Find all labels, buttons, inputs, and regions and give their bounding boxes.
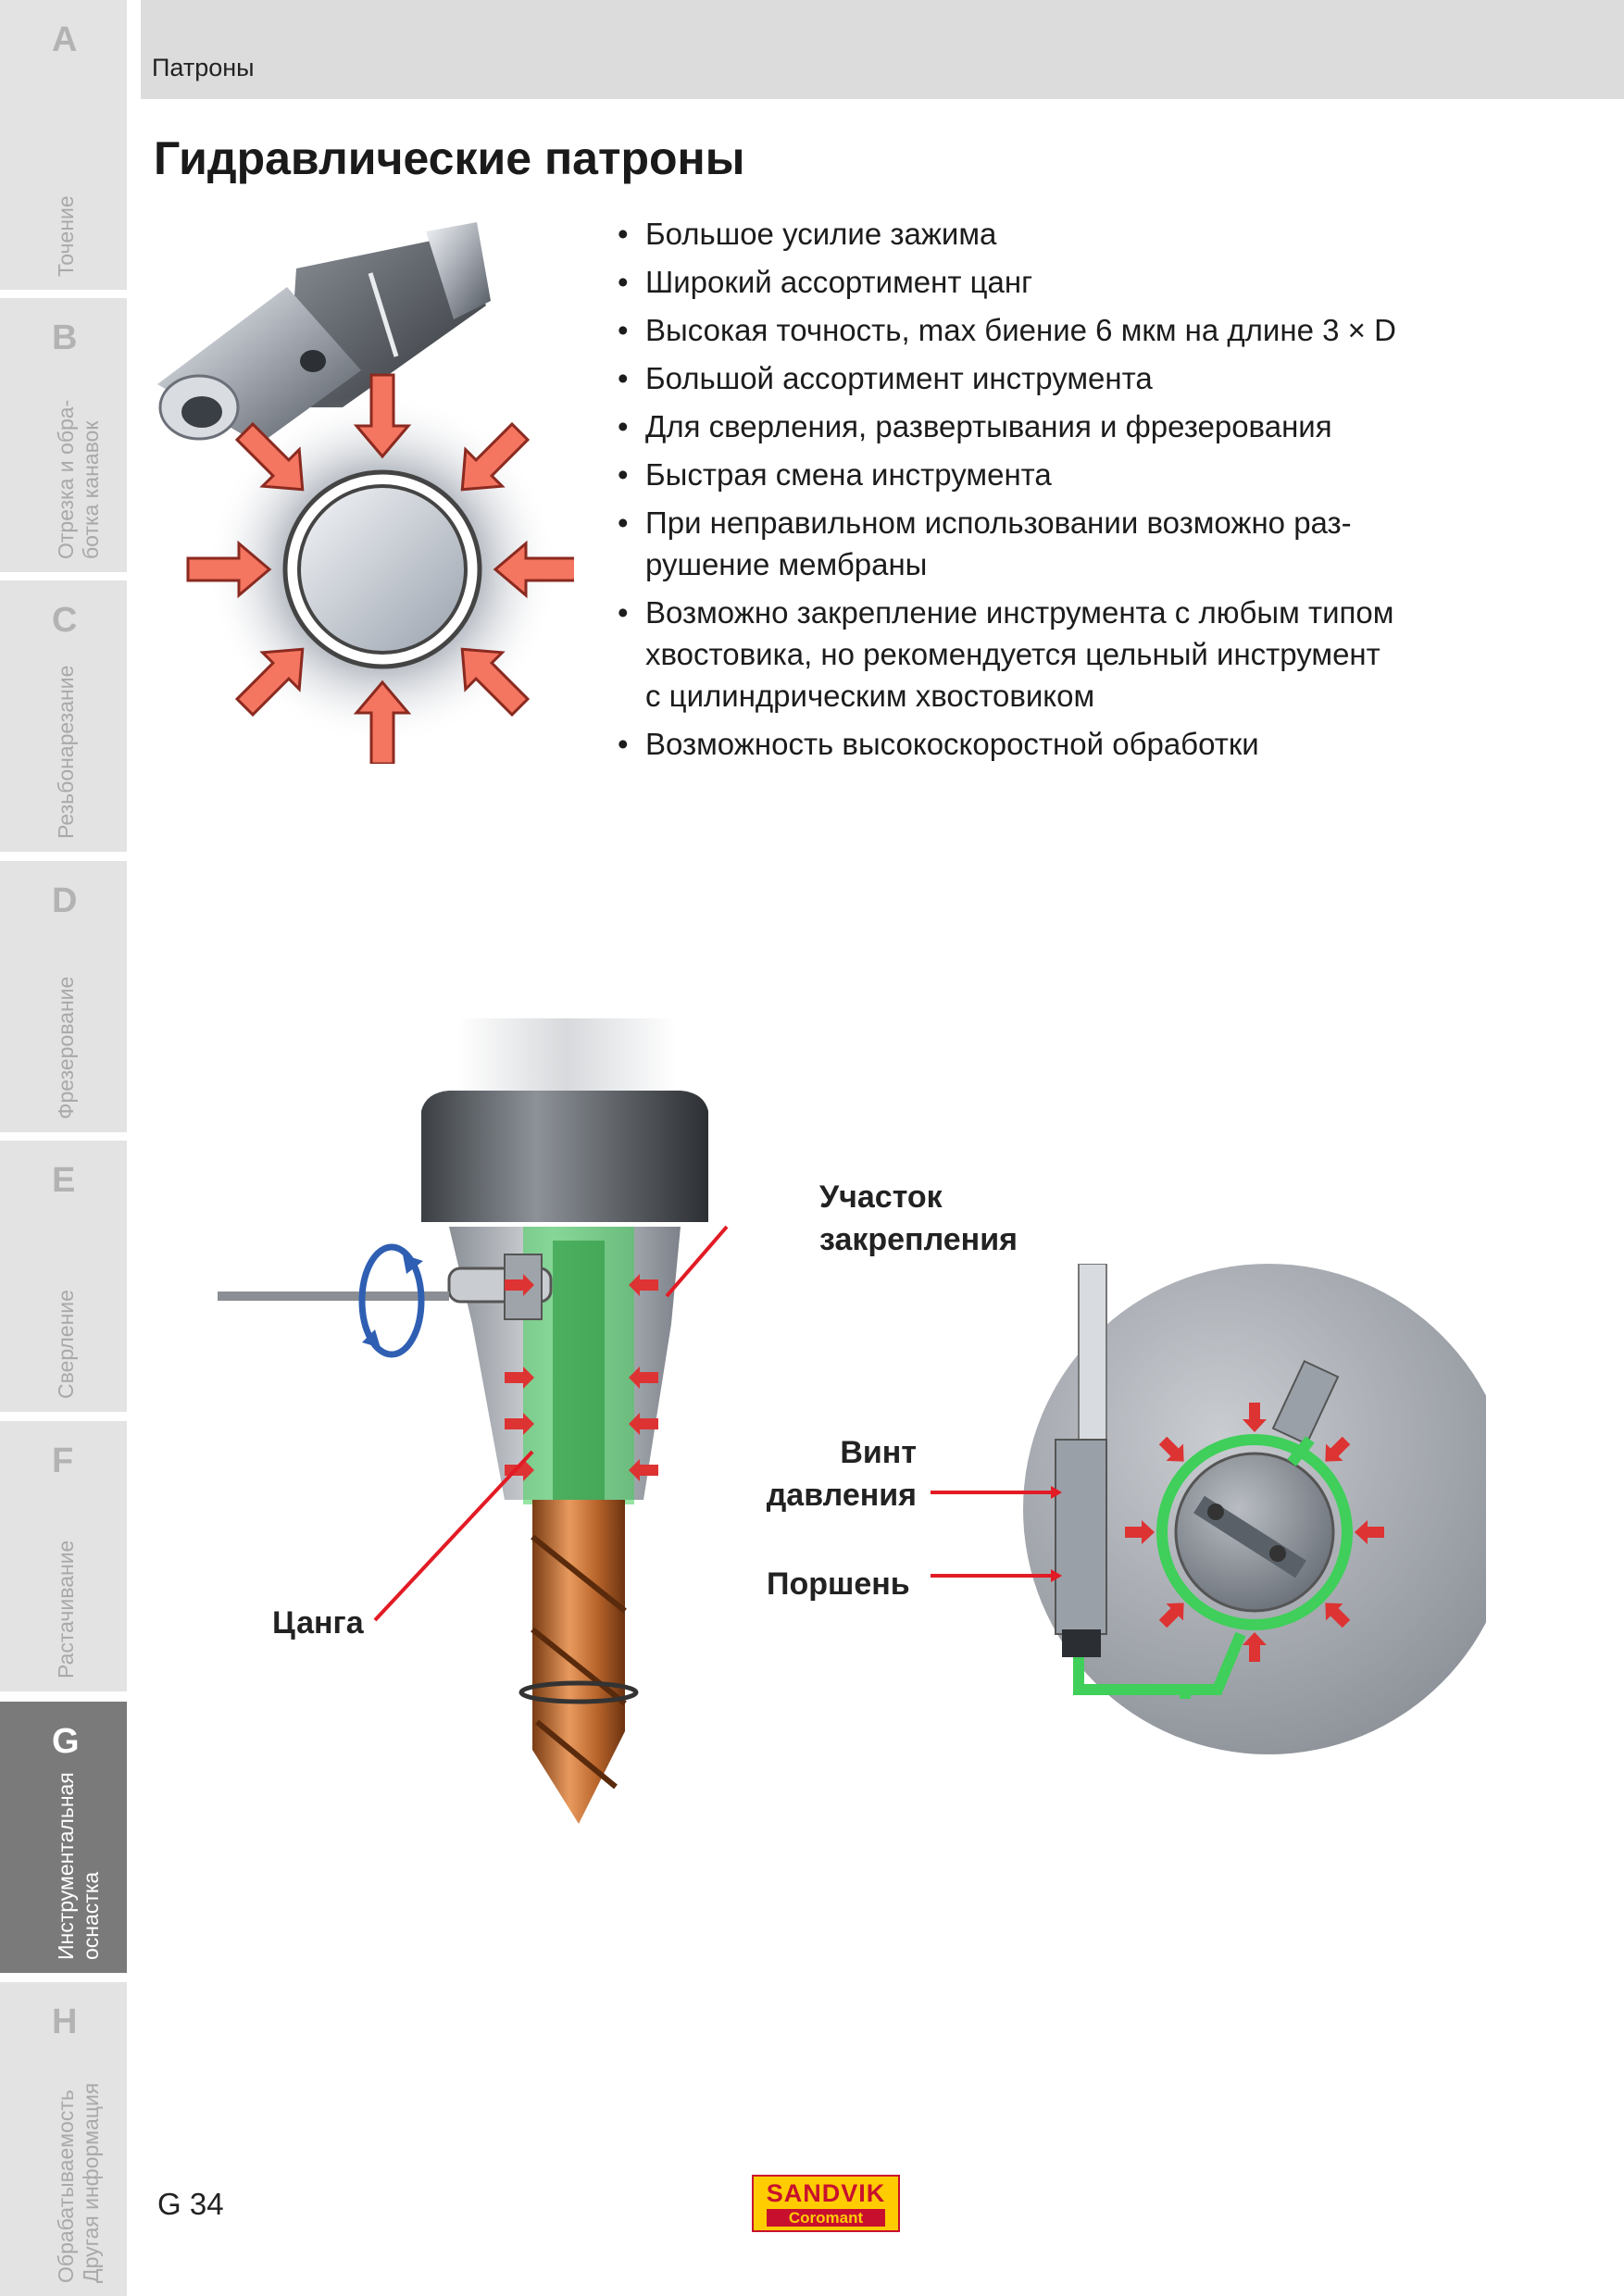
- logo-brand: SANDVIK: [766, 2179, 886, 2207]
- piston-arrows: [1125, 1403, 1384, 1662]
- page-number: G 34: [157, 2187, 224, 2221]
- list-item: Для сверления, развертывания и фрезерова…: [613, 406, 1539, 447]
- tab-label: Растачивание: [54, 1540, 78, 1678]
- callout-clamping-area: Участок закрепления: [819, 1179, 1018, 1257]
- tab-label: Точение: [54, 195, 78, 277]
- tab-letter: D: [52, 881, 78, 920]
- pressure-detail-illustration: [931, 1264, 1486, 1754]
- clamping-arrows: [505, 1274, 658, 1481]
- list-item: При неправильном использовании возможно …: [613, 502, 1539, 585]
- tab-a[interactable]: A Точение: [0, 0, 127, 290]
- list-item: Возможность высокоскоростной обработки: [613, 723, 1539, 765]
- sandvik-logo: SANDVIK Coromant: [752, 2175, 900, 2232]
- tab-e[interactable]: E Сверление: [0, 1141, 127, 1412]
- chuck-cutaway-illustration: [218, 1018, 729, 1824]
- tab-h[interactable]: H Обрабатываемость Другая информация: [0, 1982, 127, 2296]
- list-item: Широкий ассортимент цанг: [613, 261, 1539, 303]
- tab-letter: C: [52, 601, 78, 640]
- tab-letter: F: [52, 1441, 74, 1480]
- tab-label: Сверление: [54, 1290, 78, 1399]
- tab-b[interactable]: B Отрезка и обра- ботка канавок: [0, 298, 127, 572]
- tab-label: Фрезерование: [54, 976, 78, 1119]
- radial-force-arrows: [186, 373, 574, 764]
- callout-collet: Цанга: [272, 1605, 364, 1641]
- chuck-body: [157, 222, 491, 444]
- list-item: Быстрая смена инструмента: [613, 454, 1539, 495]
- section-title: Патроны: [152, 54, 255, 81]
- callout-pressure-screw: Винт давления: [766, 1435, 917, 1513]
- logo-sub: Coromant: [767, 2209, 885, 2227]
- list-item: Высокая точность, max биение 6 мкм на дл…: [613, 309, 1539, 351]
- tab-label: Резьбонарезание: [54, 665, 78, 839]
- list-item: Большой ассортимент инструмента: [613, 357, 1539, 399]
- tab-letter: E: [52, 1161, 76, 1200]
- chuck-illustration: [157, 222, 574, 764]
- callout-piston: Поршень: [767, 1566, 910, 1602]
- tab-g[interactable]: G Инструментальная оснастка: [0, 1702, 127, 1973]
- tab-f[interactable]: F Растачивание: [0, 1421, 127, 1691]
- tab-letter: B: [52, 318, 78, 357]
- feature-list: Большое усилие зажима Широкий ассортимен…: [613, 213, 1539, 771]
- page-title: Гидравлические патроны: [154, 132, 745, 184]
- tab-c[interactable]: C Резьбонарезание: [0, 580, 127, 852]
- tab-letter: A: [52, 20, 78, 59]
- chapter-tabs: A Точение B Отрезка и обра- ботка канаво…: [0, 0, 127, 2296]
- tab-label: Инструментальная оснастка: [54, 1772, 103, 1960]
- list-item: Большое усилие зажима: [613, 213, 1539, 255]
- tab-label: Обрабатываемость Другая информация: [54, 2082, 103, 2283]
- section-header: Патроны: [141, 0, 1624, 99]
- tab-letter: G: [52, 1722, 80, 1761]
- tab-letter: H: [52, 2003, 78, 2041]
- list-item: Возможно закрепление инструмента с любым…: [613, 592, 1539, 717]
- tab-label: Отрезка и обра- ботка канавок: [54, 399, 103, 559]
- tab-d[interactable]: D Фрезерование: [0, 861, 127, 1132]
